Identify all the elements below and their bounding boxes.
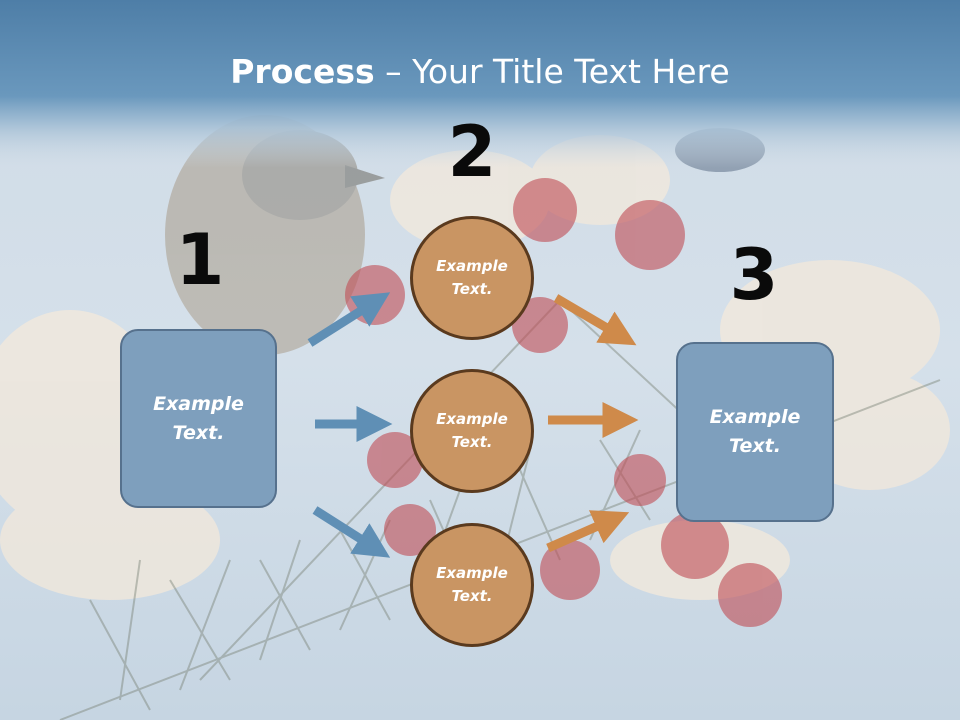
- slide-title: Process – Your Title Text Here: [0, 52, 960, 91]
- step-1-box[interactable]: Example Text.: [120, 329, 277, 508]
- circle-bottom-text-line-1: Example: [436, 564, 508, 582]
- step-3-text-line-2: Text.: [729, 435, 781, 457]
- circle-middle-text-line-1: Example: [436, 410, 508, 428]
- step-2-circle-bottom[interactable]: Example Text.: [410, 523, 534, 647]
- step-2-circle-middle[interactable]: Example Text.: [410, 369, 534, 493]
- berries: [345, 178, 782, 627]
- step-1-text-line-1: Example: [153, 392, 244, 415]
- step-3-box[interactable]: Example Text.: [676, 342, 834, 522]
- arrow-bottom-to-3: [546, 510, 630, 553]
- step-number-1: 1: [175, 219, 225, 301]
- title-rest: – Your Title Text Here: [374, 52, 730, 91]
- step-3-text-line-1: Example: [709, 406, 801, 428]
- step-2-circle-top[interactable]: Example Text.: [410, 216, 534, 340]
- circle-top-text-line-1: Example: [436, 257, 508, 275]
- circle-bottom-text-line-2: Text.: [451, 587, 493, 605]
- arrow-1-to-top: [307, 292, 391, 347]
- arrow-1-to-bottom: [312, 506, 391, 558]
- title-bold: Process: [230, 52, 375, 91]
- step-1-text-line-2: Text.: [172, 421, 225, 444]
- circle-middle-text-line-2: Text.: [451, 433, 493, 451]
- step-number-3: 3: [729, 234, 779, 316]
- step-number-2: 2: [447, 111, 497, 193]
- arrow-top-to-3: [553, 294, 637, 346]
- circle-top-text-line-2: Text.: [451, 280, 493, 298]
